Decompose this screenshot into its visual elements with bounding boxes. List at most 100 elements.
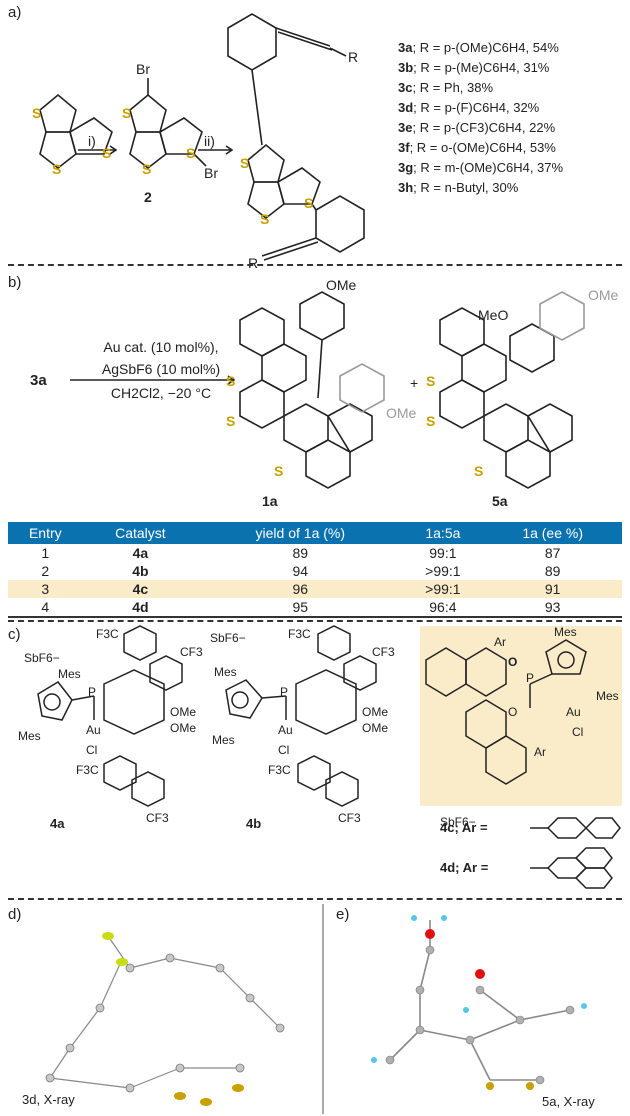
- ome-label: OMe: [362, 721, 388, 735]
- cell-entry: 1: [41, 545, 50, 561]
- p-label: P: [280, 685, 288, 699]
- cell-ee: 87: [544, 545, 561, 561]
- cl-label: Cl: [86, 743, 97, 757]
- cell-ee: 91: [483, 580, 622, 598]
- hydrogen-atom: [411, 915, 417, 921]
- compound-entry: 3f; R = o-(OMe)C6H4, 53%: [398, 140, 556, 155]
- gray-anisyl-ring: [339, 363, 385, 413]
- mes-label: Mes: [596, 689, 619, 703]
- sulfur-atom: S: [274, 463, 283, 479]
- compound2-ring-3: [159, 117, 203, 155]
- f3c-label: F3C: [96, 627, 119, 641]
- compound-entry: 3e; R = p-(CF3)C6H4, 22%: [398, 120, 556, 135]
- product-1a-label: 1a: [262, 493, 278, 509]
- catalyst-4d-label: 4d; Ar =: [440, 860, 489, 875]
- sulfur-atom: S: [426, 373, 435, 389]
- catalyst-4a-label: 4a: [50, 816, 65, 831]
- cell-entry: 4: [8, 598, 83, 618]
- au-label: Au: [86, 723, 101, 737]
- cell-catalyst: 4a: [132, 545, 149, 561]
- panel-label-c: c): [8, 626, 21, 643]
- xray-3d-structure: [45, 932, 285, 1106]
- upper-phenyl: [227, 13, 277, 71]
- cell-ratio: >99:1: [425, 563, 461, 579]
- hydrogen-atom: [463, 1007, 469, 1013]
- divider: [8, 620, 622, 622]
- au-label: Au: [566, 705, 581, 719]
- cf3-label: CF3: [338, 811, 361, 825]
- sbf6-label: SbF6−: [210, 631, 246, 645]
- panel-divider-vertical: [322, 904, 324, 1114]
- cell-yield: 95: [198, 598, 403, 618]
- compound-entry: 3h; R = n-Butyl, 30%: [398, 180, 519, 195]
- header-ee: 1a (ee %): [483, 522, 622, 544]
- f3c-label: F3C: [76, 763, 99, 777]
- ar-label: Ar: [494, 635, 506, 649]
- cf3-label: CF3: [180, 645, 203, 659]
- scheme-a-structures: S S S S S S S S S Br Br i) ii) R R 2: [32, 13, 365, 270]
- ome-label: OMe: [170, 721, 196, 735]
- sulfur-atom: [174, 1092, 186, 1100]
- divider: [8, 898, 622, 900]
- cf3-label: CF3: [372, 645, 395, 659]
- compound3-ring-1: [247, 143, 285, 183]
- cl-label: Cl: [572, 725, 583, 739]
- compound-list: 3a; R = p-(OMe)C6H4, 54% 3b; R = p-(Me)C…: [398, 38, 563, 198]
- mes-label: Mes: [212, 733, 235, 747]
- sulfur-atom: S: [226, 373, 235, 389]
- cf3-label: CF3: [146, 811, 169, 825]
- ome-label-gray: OMe: [588, 287, 619, 303]
- au-label: Au: [278, 723, 293, 737]
- cation-circle: [43, 693, 61, 711]
- condition-catalyst: Au cat. (10 mol%),: [103, 339, 219, 355]
- product-5a-label: 5a: [492, 493, 508, 509]
- reactant-3a: 3a: [30, 372, 47, 389]
- cell-entry: 2: [41, 563, 50, 579]
- catalyst-4c-highlight: [420, 626, 622, 806]
- fluorine-atom: [102, 932, 114, 940]
- compound2-ring-1: [129, 93, 167, 133]
- panel-label-e: e): [336, 906, 350, 923]
- sulfur-atom: [232, 1084, 244, 1092]
- table-row-highlighted: 3 4c 96 >99:1 91: [8, 580, 622, 598]
- compound-entry: 3d; R = p-(F)C6H4, 32%: [398, 100, 540, 115]
- compound3-ring-3: [277, 167, 321, 205]
- sulfur-atom: S: [426, 413, 435, 429]
- sulfur-atom: [526, 1082, 534, 1090]
- mes-label: Mes: [554, 625, 577, 639]
- cell-ee: 89: [544, 563, 561, 579]
- binol-ring: [425, 647, 467, 697]
- mes-label: Mes: [214, 665, 237, 679]
- mes-label: Mes: [18, 729, 41, 743]
- results-table: Entry Catalyst yield of 1a (%) 1a:5a 1a …: [8, 522, 622, 618]
- p-label: P: [88, 685, 96, 699]
- compound2-ring-2: [129, 131, 167, 170]
- sulfur-atom: [200, 1098, 212, 1106]
- phenyl-ring: [584, 817, 621, 839]
- hydrogen-atom: [371, 1057, 377, 1063]
- sulfur-atom: S: [260, 211, 269, 227]
- cl-label: Cl: [278, 743, 289, 757]
- panel-label-b: b): [8, 274, 22, 291]
- sulfur-atom: S: [122, 105, 131, 121]
- table-row: 1 4a 89 99:1 87: [8, 544, 622, 562]
- mes-label: Mes: [58, 667, 81, 681]
- plus-sign: +: [410, 375, 418, 391]
- bromine-label: Br: [204, 165, 218, 181]
- table-row: 4 4d 95 96:4 93: [8, 598, 622, 618]
- f3c-label: F3C: [268, 763, 291, 777]
- compound-entry: 3b; R = p-(Me)C6H4, 31%: [398, 60, 550, 75]
- sbf6-label: SbF6−: [440, 815, 476, 829]
- header-ratio: 1a:5a: [402, 522, 484, 544]
- sulfur-atom: S: [32, 105, 41, 121]
- sulfur-atom: S: [304, 195, 313, 211]
- oxygen-atom: [475, 969, 485, 979]
- xray-5a-structure: [371, 915, 587, 1090]
- compound3-ring-2: [247, 181, 285, 220]
- ome-label: OMe: [362, 705, 388, 719]
- oxygen-atom: [425, 929, 435, 939]
- hydrogen-atom: [441, 915, 447, 921]
- imidazolium-ring: [545, 639, 587, 675]
- imidazolium-ring: [37, 681, 73, 721]
- panel-label-a: a): [8, 4, 22, 21]
